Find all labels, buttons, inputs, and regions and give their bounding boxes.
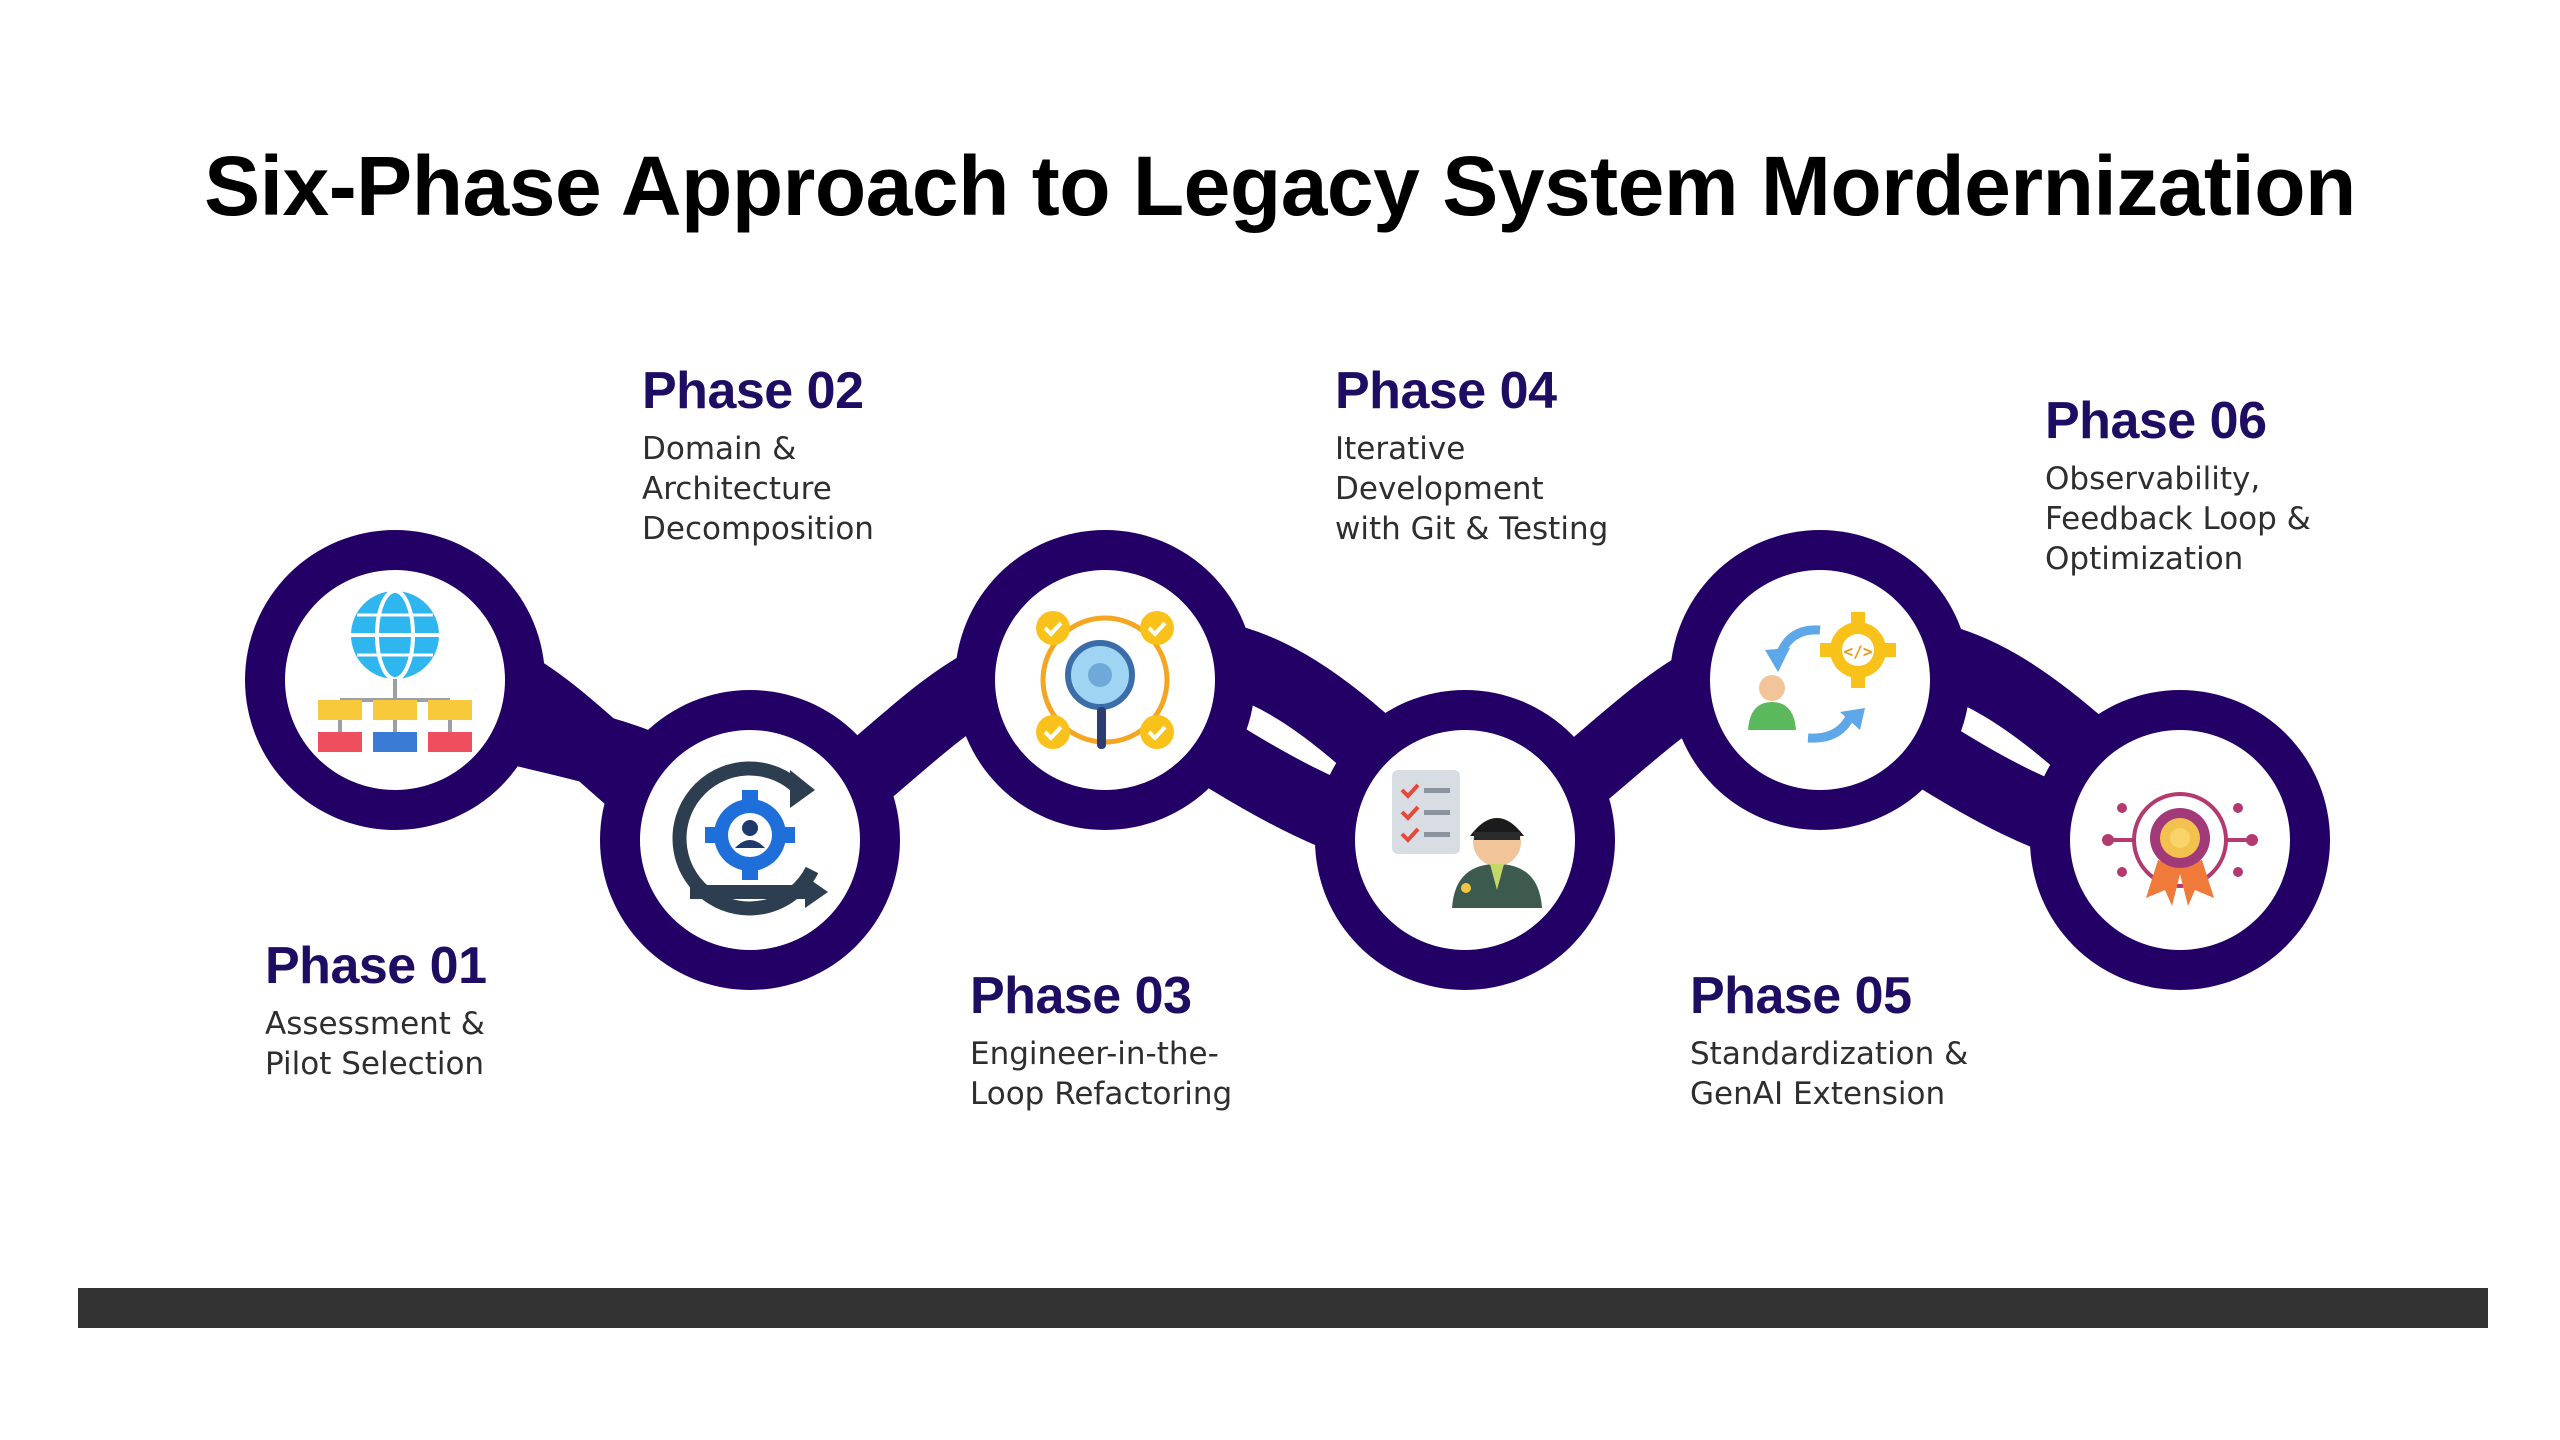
phase-05-title: Phase 05: [1690, 967, 1912, 1025]
phase-01-description: Assessment & Pilot Selection: [265, 1006, 485, 1082]
phase-05-label: Phase 05 Standardization & GenAI Extensi…: [1690, 970, 1968, 1114]
svg-text:</>: </>: [1844, 642, 1873, 661]
checklist-engineer-icon: [1392, 770, 1542, 908]
phase-01-label: Phase 01 Assessment & Pilot Selection: [265, 940, 487, 1084]
phase-05-node: </>: [1670, 530, 1970, 830]
phase-05-description: Standardization & GenAI Extension: [1690, 1036, 1969, 1112]
phase-04-title: Phase 04: [1335, 362, 1557, 420]
phase-06-node: [2030, 690, 2330, 990]
phase-02-description: Domain & Architecture Decomposition: [642, 431, 874, 547]
bottom-bar: [78, 1288, 2488, 1328]
phase-04-label: Phase 04 Iterative Development with Git …: [1335, 365, 1608, 549]
magnifier-check-icon: [1036, 611, 1174, 749]
gear-cycle-icon: [672, 761, 828, 916]
page-title: Six-Phase Approach to Legacy System Mord…: [204, 139, 2356, 233]
code-gear-user-icon: </>: [1748, 612, 1896, 743]
phase-04-description: Iterative Development with Git & Testing: [1335, 431, 1609, 547]
phase-03-description: Engineer-in-the- Loop Refactoring: [970, 1036, 1233, 1112]
phase-01-node: [245, 530, 545, 830]
phase-01-title: Phase 01: [265, 937, 487, 995]
phase-03-label: Phase 03 Engineer-in-the- Loop Refactori…: [970, 970, 1232, 1114]
badge-network-icon: [2102, 792, 2258, 906]
network-hierarchy-icon: [318, 589, 472, 752]
phase-03-node: [955, 530, 1255, 830]
phase-06-label: Phase 06 Observability, Feedback Loop & …: [2045, 395, 2311, 579]
phase-06-title: Phase 06: [2045, 392, 2267, 450]
phase-02-node: [600, 690, 900, 990]
phase-02-title: Phase 02: [642, 362, 864, 420]
phase-03-title: Phase 03: [970, 967, 1192, 1025]
phase-02-label: Phase 02 Domain & Architecture Decomposi…: [642, 365, 874, 549]
phase-04-node: [1315, 690, 1615, 990]
phase-06-description: Observability, Feedback Loop & Optimizat…: [2045, 461, 2311, 577]
